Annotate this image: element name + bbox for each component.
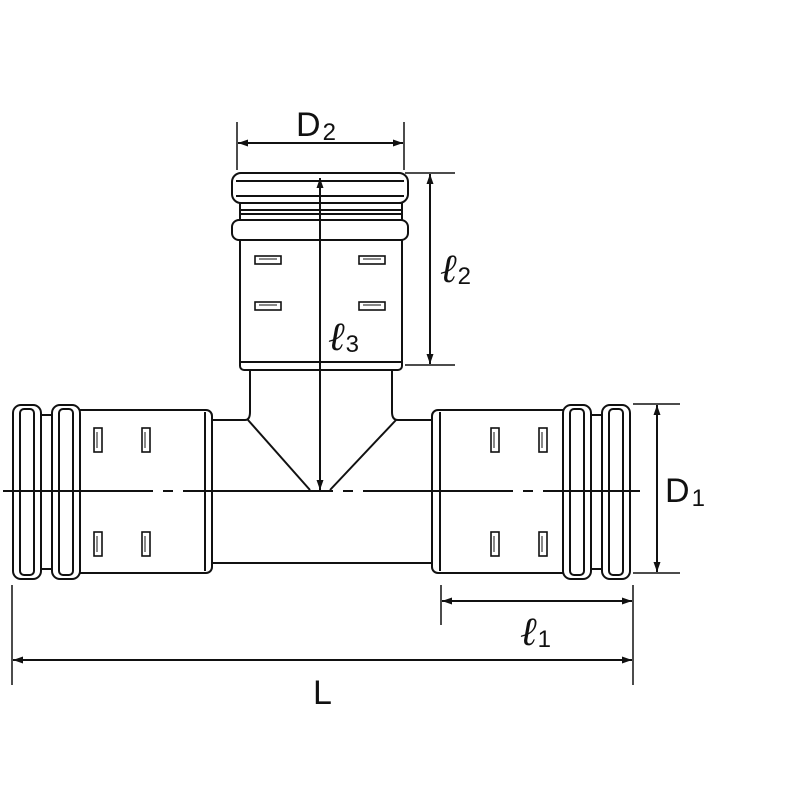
right-socket: [431, 404, 631, 580]
dimension-lines: [13, 139, 661, 664]
extension-lines: [11, 122, 680, 685]
label-d1: D1: [665, 472, 705, 512]
branch-saddle-left: [247, 419, 311, 491]
label-l3: ℓ3: [328, 314, 359, 359]
label-l2: ℓ2: [440, 246, 471, 291]
dimension-labels: D2 ℓ2 ℓ3 D1 ℓ1 L: [296, 106, 705, 712]
branch-saddle-right: [329, 419, 397, 491]
tee-body-outline: [204, 369, 441, 564]
label-l1: ℓ1: [520, 609, 551, 654]
label-L: L: [313, 674, 332, 712]
label-d2: D2: [296, 106, 336, 146]
